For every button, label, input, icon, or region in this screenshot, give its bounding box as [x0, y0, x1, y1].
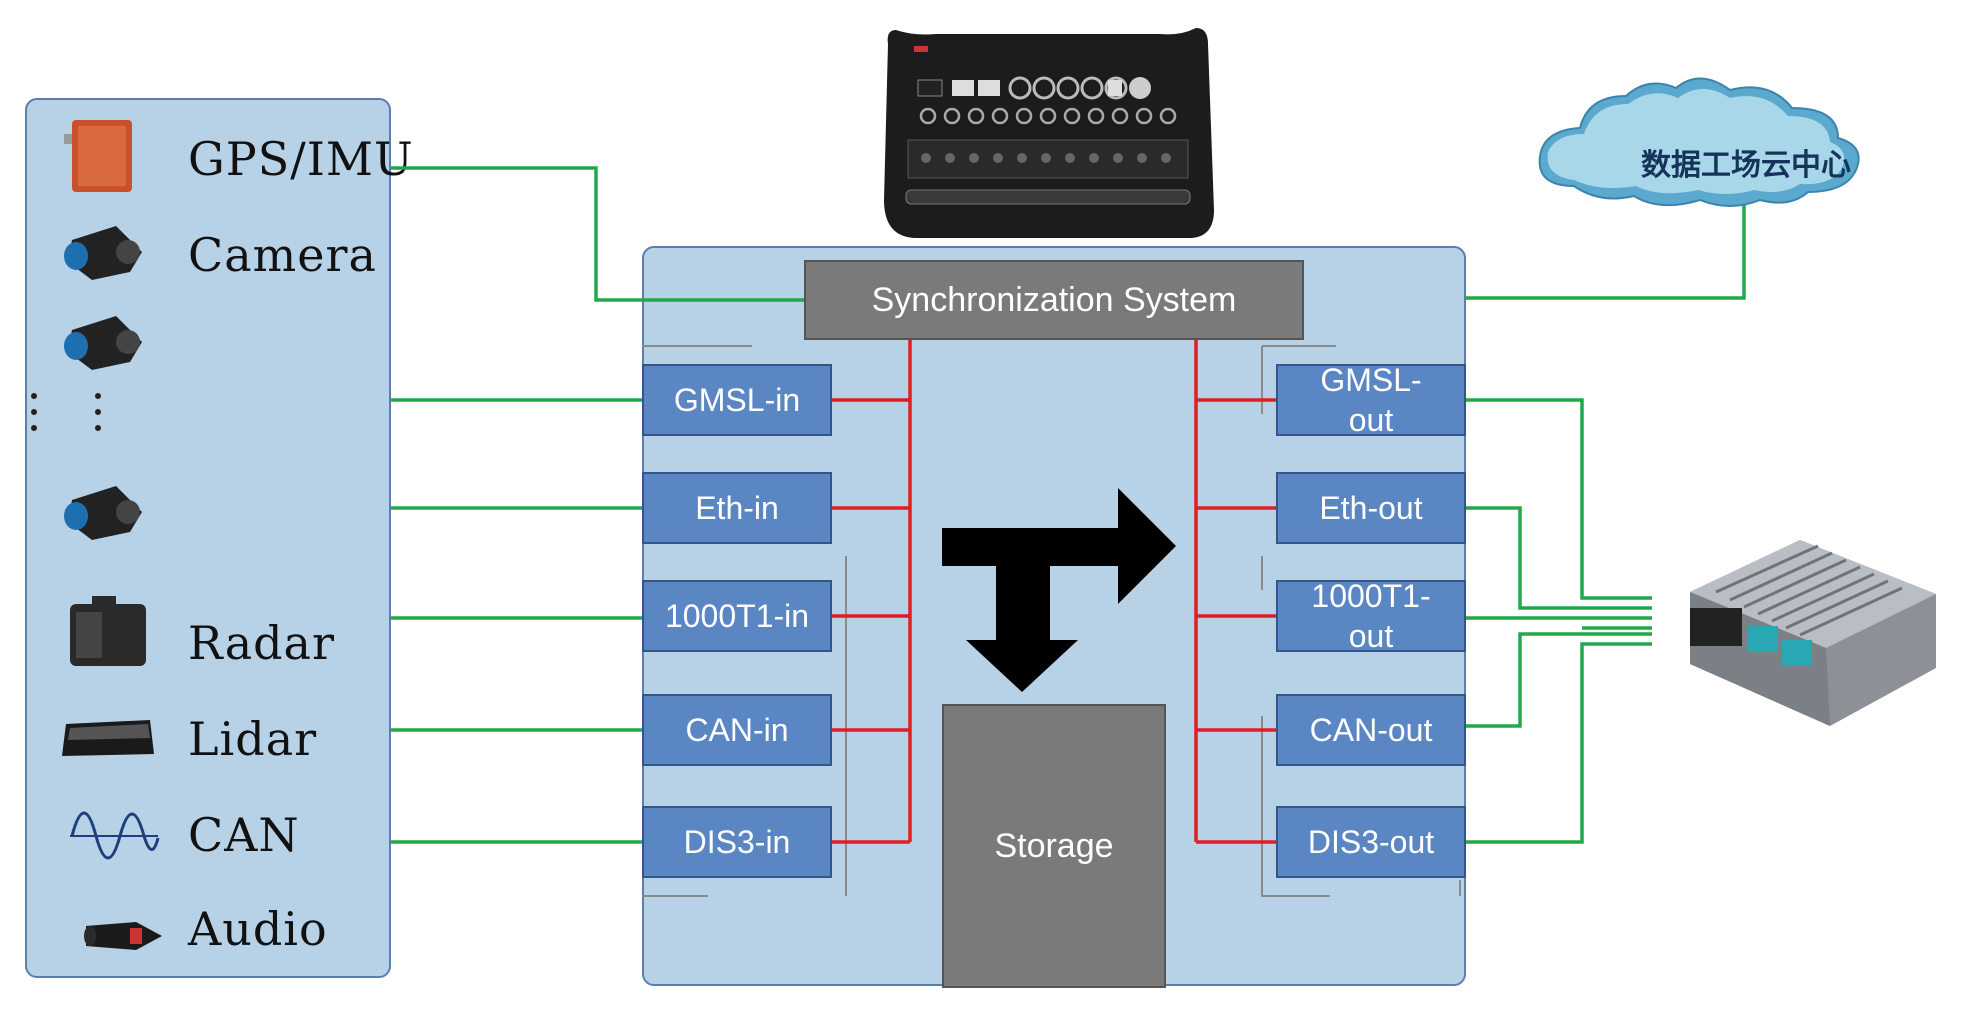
sensor-label-audio: Audio: [188, 902, 328, 956]
bracket-lines: [642, 345, 1461, 897]
red-bus-lines: [832, 340, 1276, 844]
data-logger-device-icon: [884, 28, 1214, 238]
sensor-label-gps-imu: GPS/IMU: [188, 132, 414, 186]
sensor-label-radar: Radar: [188, 616, 335, 670]
output-can-box: CAN-out: [1276, 694, 1466, 766]
sensor-label-lidar: Lidar: [188, 712, 318, 766]
output-gmsl-box: GMSL-out: [1276, 362, 1466, 438]
input-can-box: CAN-in: [642, 694, 832, 766]
gps-imu-unit-icon: [64, 120, 132, 192]
input-gmsl-box: GMSL-in: [642, 364, 832, 436]
microphone-icon: [84, 922, 162, 950]
waveform-icon: [70, 811, 160, 860]
sensor-label-can: CAN: [188, 808, 300, 862]
cloud-icon: [1538, 77, 1860, 207]
cloud-label: 数据工场云中心: [1641, 148, 1851, 183]
camera-icon-3: [64, 486, 142, 540]
output-eth-box: Eth-out: [1276, 472, 1466, 544]
radar-icon: [70, 596, 146, 666]
output-dis3-box: DIS3-out: [1276, 806, 1466, 878]
input-eth-box: Eth-in: [642, 472, 832, 544]
output-1000t1-box: 1000T1-out: [1276, 578, 1466, 654]
lidar-icon: [62, 720, 154, 756]
green-link-lines: [391, 166, 1746, 844]
domain-controller-icon: [1690, 540, 1936, 726]
input-1000t1-box: 1000T1-in: [642, 580, 832, 652]
sensor-label-camera: Camera: [188, 228, 377, 282]
synchronization-system-box: Synchronization System: [804, 260, 1304, 340]
input-dis3-box: DIS3-in: [642, 806, 832, 878]
camera-icon-2: [64, 316, 142, 370]
ellipsis-dots-icon: [31, 393, 101, 431]
storage-box: Storage: [942, 704, 1166, 988]
camera-icon: [64, 226, 142, 280]
flow-arrow-icon: [942, 488, 1176, 692]
